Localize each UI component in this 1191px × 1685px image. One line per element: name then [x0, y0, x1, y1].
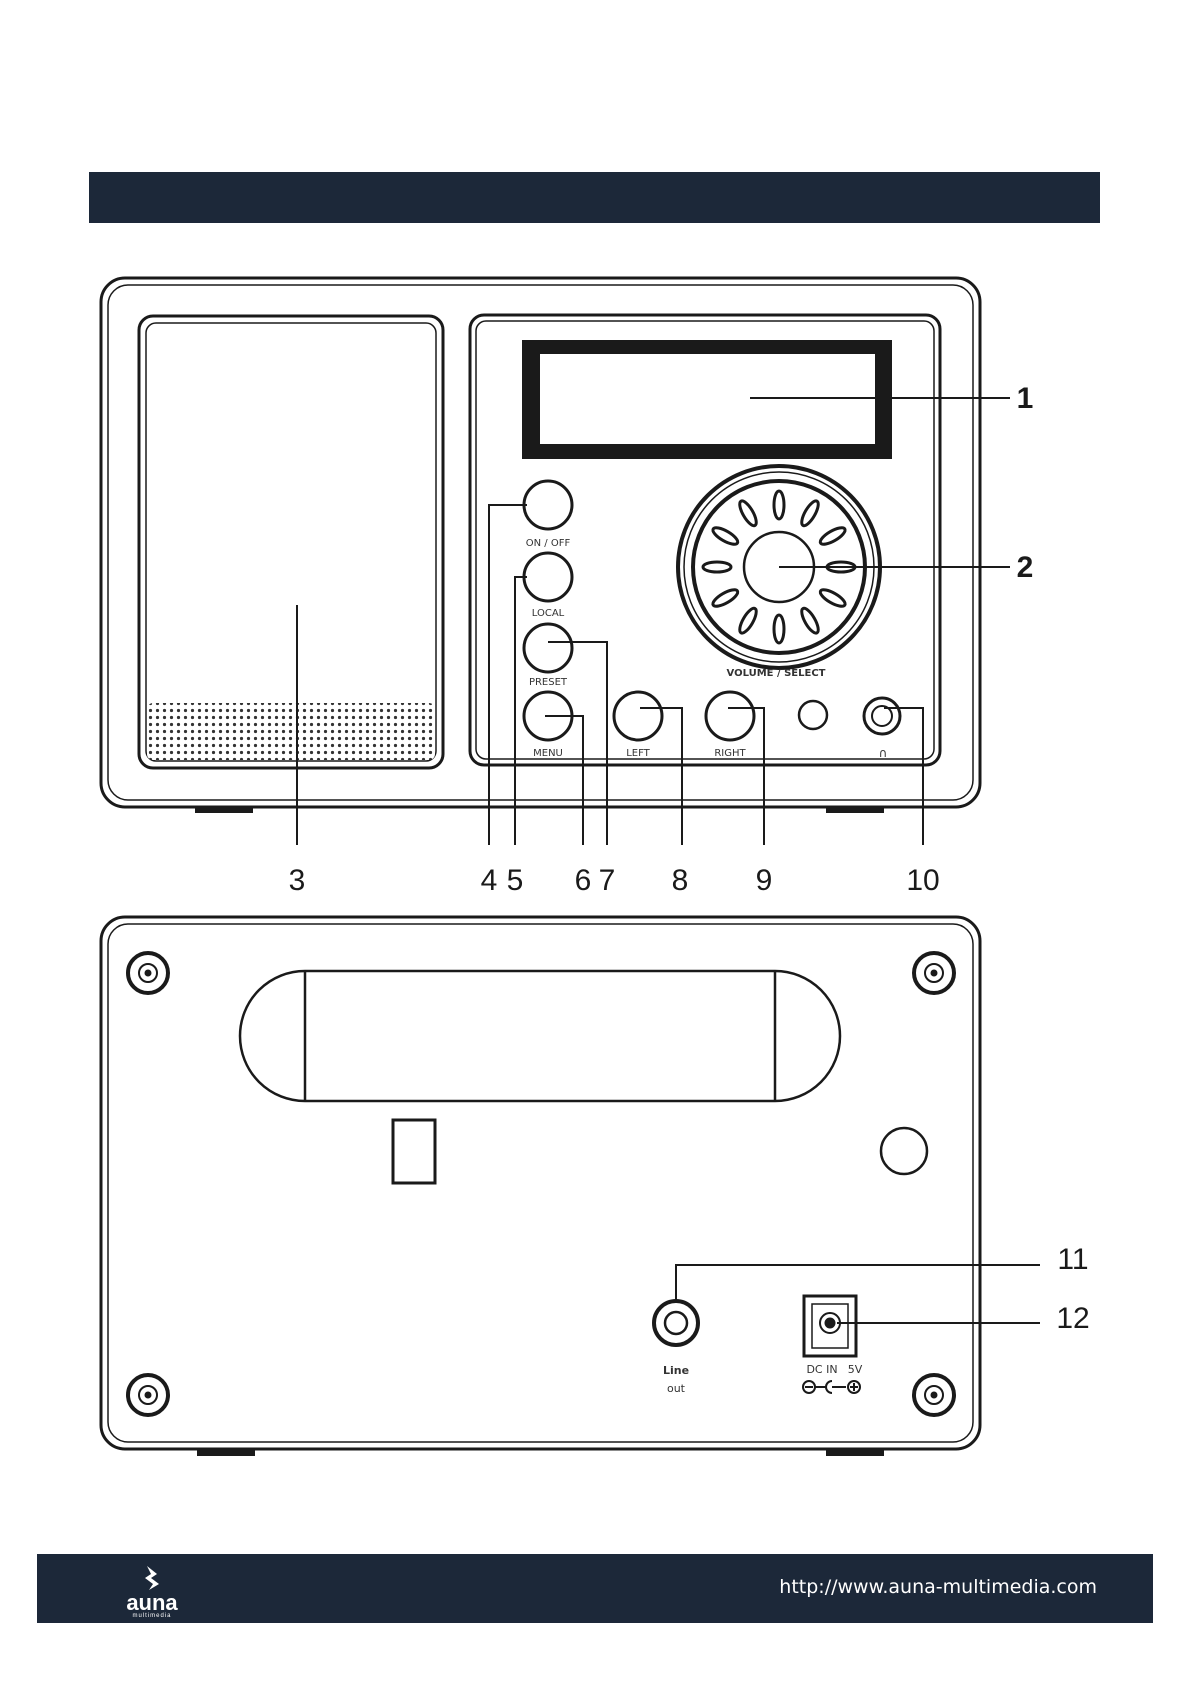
line-out-jack[interactable] — [654, 1301, 698, 1345]
right-button[interactable] — [706, 692, 754, 740]
on-off-button[interactable] — [524, 481, 572, 529]
back-view — [101, 917, 1040, 1456]
knob-grip — [818, 525, 847, 548]
label-out: out — [667, 1382, 686, 1395]
headphone-jack[interactable] — [864, 698, 900, 734]
preset-button[interactable] — [524, 624, 572, 672]
label-volume-select: VOLUME / SELECT — [727, 668, 826, 679]
auna-logo: auna multimedia — [97, 1562, 207, 1618]
back-round-port — [881, 1128, 927, 1174]
logo-brand-sub: multimedia — [132, 1613, 171, 1618]
back-switch — [393, 1120, 435, 1183]
back-foot-right — [826, 1449, 884, 1456]
screw-bottom-left — [128, 1375, 168, 1415]
knob-grip — [774, 615, 784, 643]
front-foot-right — [826, 807, 884, 813]
knob-grip — [711, 525, 740, 548]
label-voltage: 5V — [848, 1363, 863, 1376]
knob-grip — [799, 606, 822, 635]
label-local: LOCAL — [532, 608, 565, 619]
speaker-panel-outer — [139, 316, 443, 768]
back-handle-cutout — [240, 971, 840, 1101]
callout-6: 6 — [575, 864, 592, 897]
local-button[interactable] — [524, 553, 572, 601]
front-view — [101, 278, 1010, 845]
footer-bar: auna multimedia http://www.auna-multimed… — [37, 1554, 1153, 1623]
label-on-off: ON / OFF — [526, 538, 571, 549]
left-button[interactable] — [614, 692, 662, 740]
callout-12: 12 — [1056, 1302, 1089, 1335]
device-diagram: ON / OFF LOCAL PRESET MENU LEFT RIGHT VO… — [0, 0, 1191, 1540]
ir-sensor — [799, 701, 827, 729]
label-left: LEFT — [626, 748, 650, 759]
back-inner-casing — [108, 924, 973, 1442]
knob-grip — [737, 606, 760, 635]
leader-lines-back — [676, 1265, 1040, 1323]
knob-grip — [818, 587, 847, 610]
label-menu: MENU — [533, 748, 563, 759]
callout-2: 2 — [1017, 551, 1034, 584]
callout-4: 4 — [481, 864, 498, 897]
screw-bottom-right — [914, 1375, 954, 1415]
logo-brand: auna — [126, 1590, 178, 1615]
speaker-panel-inner — [146, 323, 436, 761]
knob-grip — [703, 562, 731, 572]
speaker-grille — [147, 703, 435, 760]
label-line: Line — [663, 1364, 689, 1377]
label-headphone: ∩ — [879, 746, 888, 760]
label-right: RIGHT — [714, 748, 746, 759]
leader-lines-front — [297, 398, 1010, 845]
callout-7: 7 — [599, 864, 616, 897]
callout-10: 10 — [906, 864, 939, 897]
callout-1: 1 — [1017, 382, 1034, 415]
footer-website-link[interactable]: http://www.auna-multimedia.com — [779, 1576, 1097, 1598]
front-callouts: 1 2 3 4 5 6 7 8 9 10 — [289, 382, 1034, 897]
screw-top-left — [128, 953, 168, 993]
knob-grip — [737, 499, 760, 528]
callout-8: 8 — [672, 864, 689, 897]
knob-grip — [711, 587, 740, 610]
front-foot-left — [195, 807, 253, 813]
knob-grip — [774, 491, 784, 519]
dc-in-jack[interactable] — [804, 1296, 856, 1356]
screw-top-right — [914, 953, 954, 993]
dc-polarity-icon — [803, 1381, 860, 1393]
knob-grip — [799, 499, 822, 528]
callout-11: 11 — [1057, 1243, 1088, 1276]
back-foot-left — [197, 1449, 255, 1456]
label-dc-in: DC IN — [806, 1363, 837, 1376]
callout-9: 9 — [756, 864, 773, 897]
callout-5: 5 — [507, 864, 524, 897]
label-preset: PRESET — [529, 677, 568, 688]
callout-3: 3 — [289, 864, 306, 897]
